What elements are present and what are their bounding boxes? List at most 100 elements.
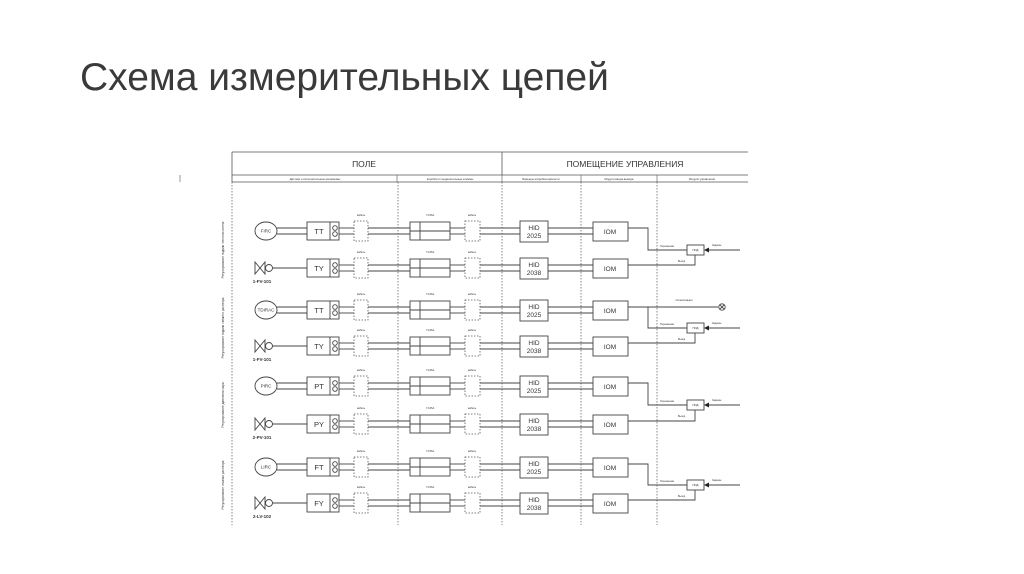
alarm-lamp-cross (719, 304, 725, 310)
cable-label: кабель (468, 292, 477, 296)
io-module-label: IOM (604, 465, 616, 472)
terminal-icon (332, 418, 338, 424)
pv-wire (628, 463, 687, 486)
barrier-box (519, 257, 549, 280)
barrier-box (519, 335, 549, 358)
cable-dashed-box (464, 413, 481, 435)
terminal-icon (332, 304, 338, 310)
cable-label: кабель (468, 485, 477, 489)
cable-dashed-box (353, 413, 369, 435)
pid-sp-label: Задание (712, 399, 722, 402)
transmitter-box (306, 221, 340, 241)
transmitter-box (306, 457, 340, 477)
barrier-box (519, 299, 549, 322)
pid-out-label: Выход (678, 260, 686, 263)
terminal-icon (332, 268, 338, 274)
junction-label: Y-615A (426, 485, 435, 489)
cable-dashed-box (353, 456, 369, 478)
cable-label: кабель (357, 328, 366, 332)
pid-label: ПИД (693, 248, 699, 252)
barrier-label: HID (528, 262, 540, 269)
instrument-tag: LIRC (261, 465, 272, 470)
io-module-box (592, 457, 629, 478)
terminal-icon (332, 262, 338, 268)
output-wire (628, 255, 696, 266)
barrier-model: 2038 (527, 426, 542, 433)
barrier-label: HID (528, 461, 540, 468)
alarm-signal: Сигнализация (648, 298, 726, 311)
io-module-box (592, 258, 629, 279)
group-labels: Регулирование подачи теплоносителяРегули… (221, 221, 225, 509)
cable-label: кабель (357, 449, 366, 453)
barrier-model: 2025 (527, 312, 542, 319)
io-module-label: IOM (604, 422, 616, 429)
barrier-label: HID (528, 225, 540, 232)
barrier-label: HID (528, 304, 540, 311)
cable-dashed-box (464, 375, 481, 397)
io-module-label: IOM (604, 344, 616, 351)
barrier-model: 2038 (527, 270, 542, 277)
junction-label: Y-615A (426, 406, 435, 410)
instrument-circle (254, 457, 278, 477)
cable-dashed-box (464, 335, 481, 357)
instrument-circle (254, 376, 278, 396)
arrow-icon (704, 482, 709, 488)
cable-dashed-box (464, 299, 481, 321)
transmitter-tag: TY (314, 264, 324, 273)
junction-label: Y-615A (426, 213, 435, 217)
pid-out-label: Выход (678, 415, 686, 418)
transmitter-box (306, 493, 340, 513)
cable-dashed-box (464, 456, 481, 478)
subsection-header: Коробки и соединительные клеммы (427, 177, 474, 181)
cable-label: кабель (468, 328, 477, 332)
control-valve-icon (254, 260, 266, 276)
group-label: Регулирование давления пара (221, 382, 225, 428)
pid-out-label: Выход (678, 495, 686, 498)
barrier-label: HID (528, 418, 540, 425)
barrier-model: 2025 (527, 233, 542, 240)
terminal-icon (332, 503, 338, 509)
arrow-icon (704, 325, 709, 331)
instrument-tag: TDIRAC (258, 308, 276, 313)
control-valve-icon (254, 495, 266, 511)
terminal-icon (332, 310, 338, 316)
transmitter-tag: TT (314, 306, 324, 315)
actuator-icon (265, 420, 273, 428)
valve-tag: 1-FV-101 (253, 279, 272, 284)
transmitter-box (306, 336, 340, 356)
io-module-box (592, 336, 629, 357)
cable-label: кабель (468, 368, 477, 372)
terminal-icon (332, 461, 338, 467)
barrier-box (519, 375, 549, 398)
diagram-frame (231, 151, 748, 183)
pv-wire (628, 382, 687, 406)
pv-wire (628, 227, 687, 251)
cable-label: кабель (357, 250, 366, 254)
output-wire (628, 490, 696, 501)
transmitter-tag: PT (314, 382, 324, 391)
io-module-box (592, 414, 629, 435)
valve-tag: 2-LV-102 (253, 514, 272, 519)
transmitter-tag: TT (314, 227, 324, 236)
pid-label: ПИД (693, 403, 699, 407)
pid-sp-label: Задание (712, 479, 722, 482)
cable-label: кабель (468, 449, 477, 453)
transmitter-box (306, 300, 340, 320)
barrier-box (519, 492, 549, 515)
instrument-tag: FIRC (261, 229, 272, 234)
arrow-icon (704, 402, 709, 408)
transmitter-tag: PY (314, 420, 324, 429)
slide-title: Схема измерительных цепей (80, 56, 609, 99)
subsection-header: Модули ввода-вывода (605, 177, 634, 181)
output-wire (628, 333, 696, 344)
section-control-room: ПОМЕЩЕНИЕ УПРАВЛЕНИЯ (567, 159, 684, 169)
junction-label: Y-615A (426, 328, 435, 332)
terminal-icon (332, 424, 338, 430)
